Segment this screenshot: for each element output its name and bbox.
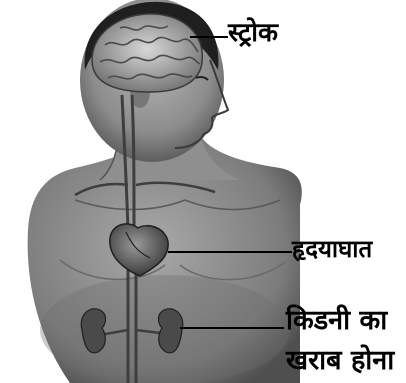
label-kidney-line1: किडनी का	[286, 307, 387, 334]
label-stroke: स्ट्रोक	[228, 20, 278, 46]
label-heart-attack: हृदयाघात	[292, 237, 372, 261]
label-kidney-line2: खराब होना	[286, 347, 394, 374]
